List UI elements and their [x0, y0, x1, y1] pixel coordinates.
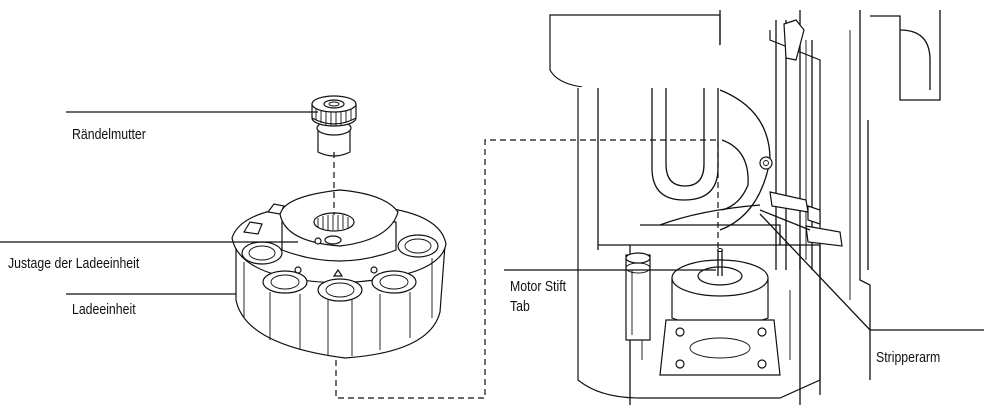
loader-unit-part: [231, 189, 447, 359]
label-stripper-arm: Stripperarm: [876, 349, 941, 366]
label-motor-pin: Motor Stift: [510, 278, 567, 295]
label-loader-unit: Ladeeinheit: [72, 301, 136, 318]
label-loader-adjust: Justage der Ladeeinheit: [8, 255, 140, 272]
leader-lines: [0, 111, 984, 331]
label-motor-pin-tab: Tab: [510, 298, 530, 315]
alignment-dashed-lines: [333, 139, 719, 399]
instrument-housing: [549, 10, 941, 405]
label-thumb-nut: Rändelmutter: [72, 126, 146, 143]
leader-stripper-arm: [759, 213, 984, 331]
thumb-nut-part: [311, 95, 357, 157]
